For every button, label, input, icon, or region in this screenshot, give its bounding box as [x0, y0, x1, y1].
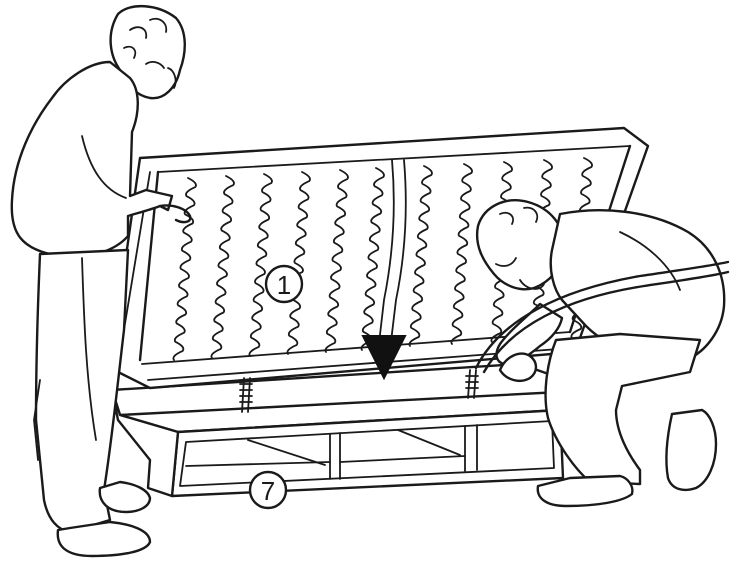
callout-1-label: 1 [277, 270, 291, 300]
callout-1: 1 [266, 266, 302, 302]
callout-7: 7 [250, 472, 286, 508]
callout-7-label: 7 [261, 476, 275, 506]
